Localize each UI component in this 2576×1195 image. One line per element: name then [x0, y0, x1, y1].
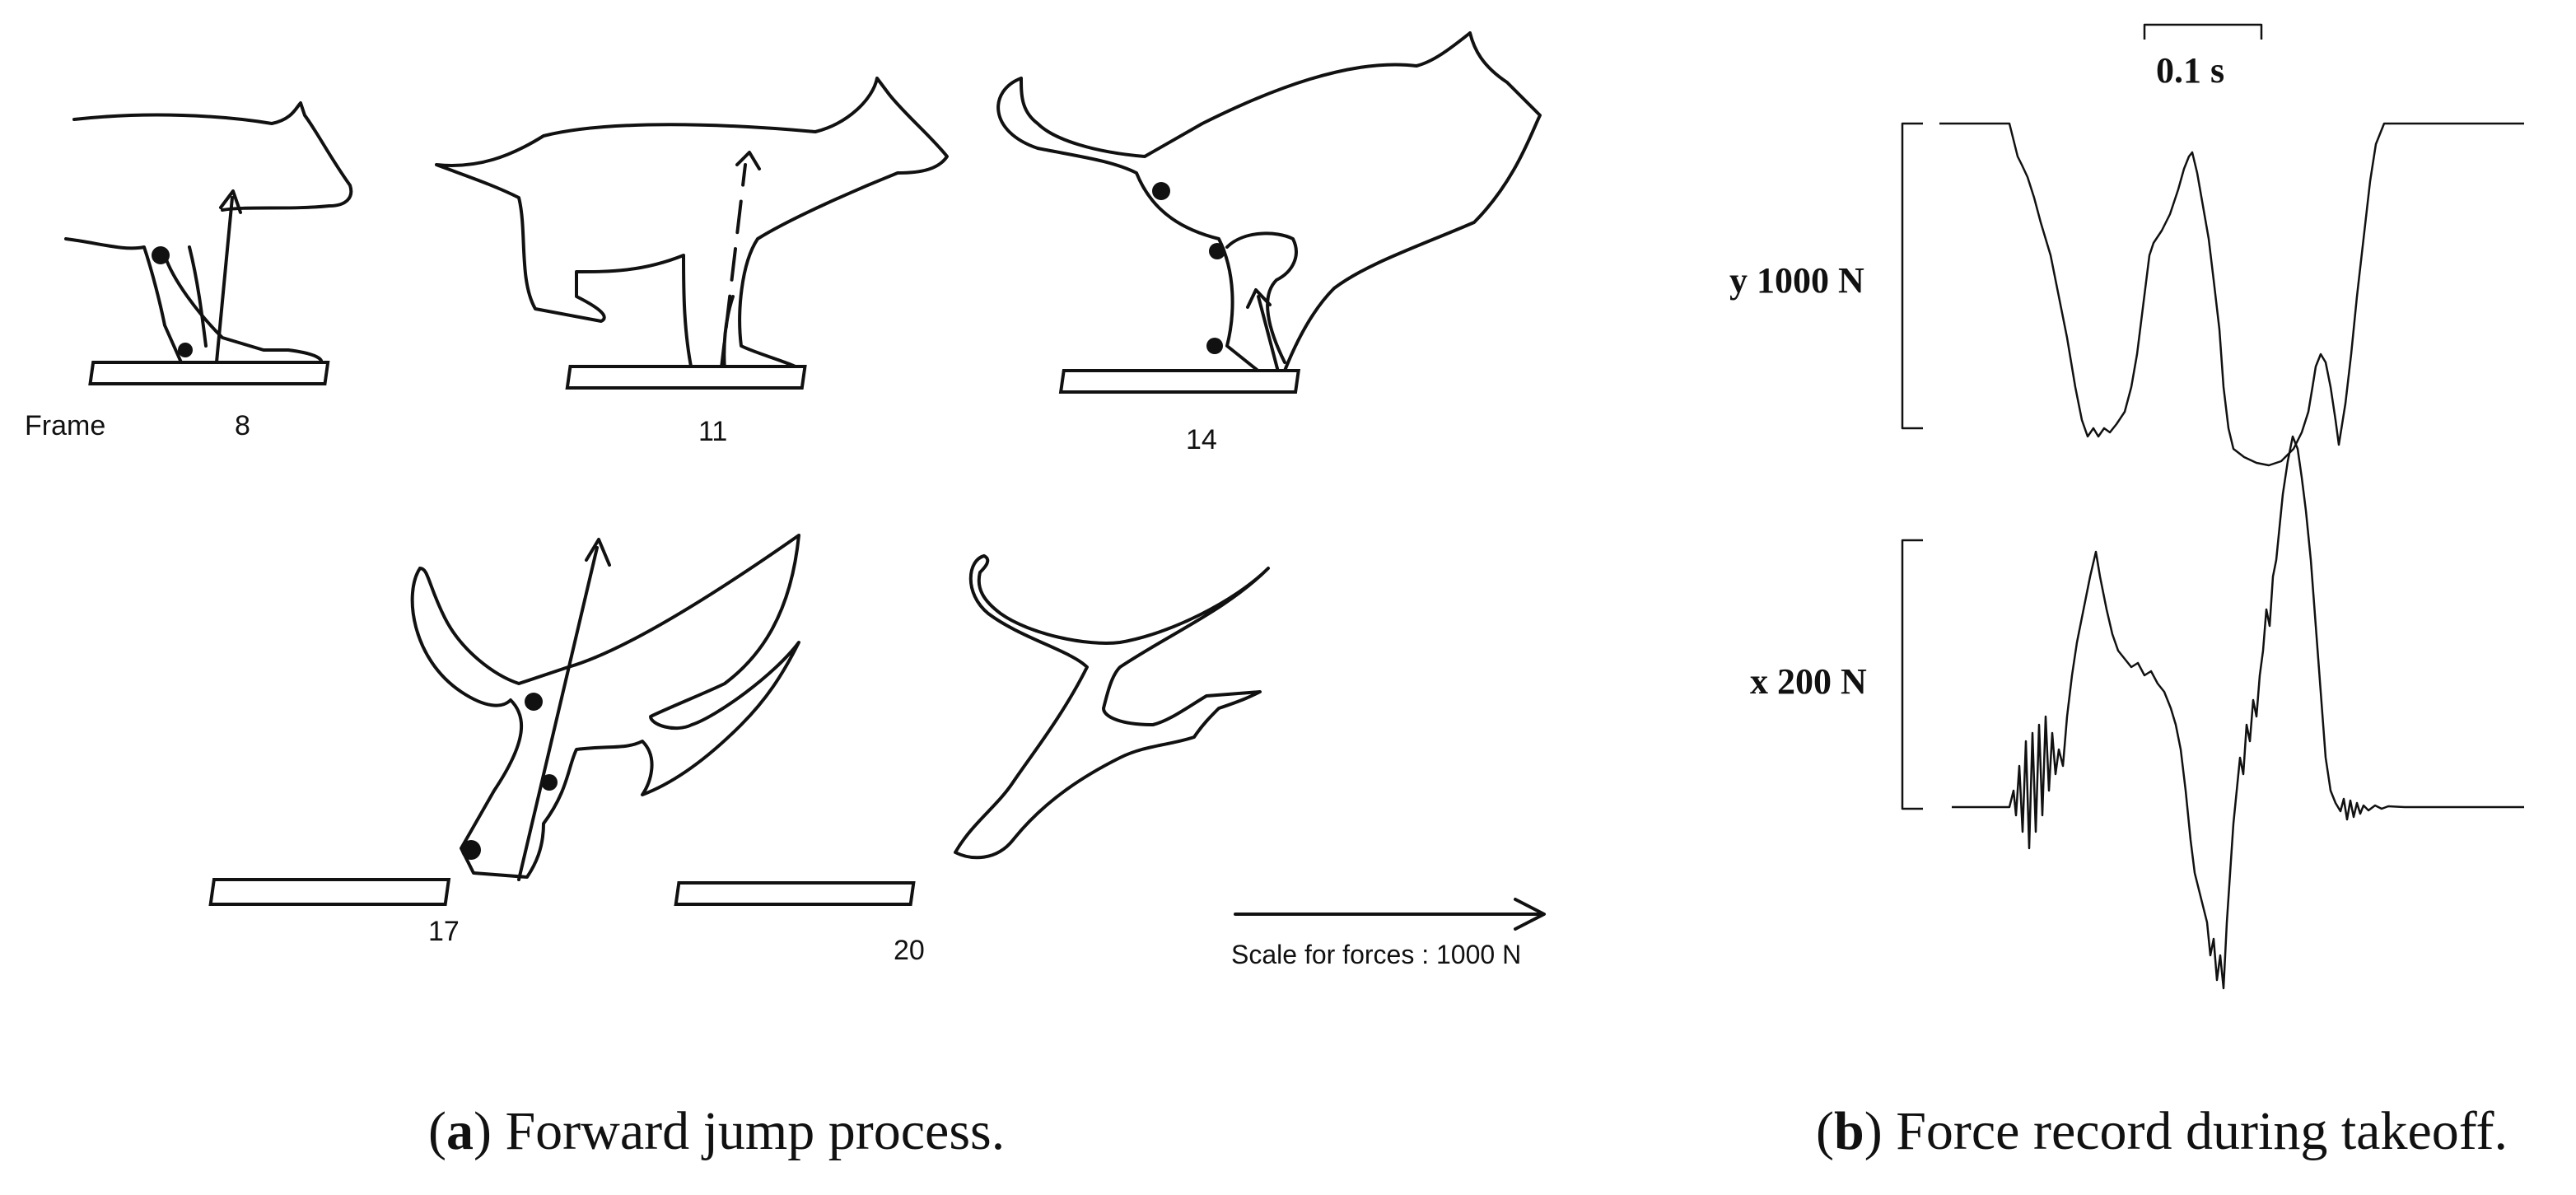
frame-number-20: 20	[894, 935, 925, 966]
frame-number-8: 8	[235, 410, 250, 441]
time-scale-label: 0.1 s	[2156, 50, 2224, 91]
force-scale-label: Scale for forces : 1000 N	[1231, 940, 1521, 969]
frame-number-14: 14	[1186, 424, 1217, 455]
x-scale-label: x 200 N	[1750, 661, 1867, 702]
panel-b-force-record: 0.1 s y 1000 N x 200 N (b) Force record …	[1729, 23, 2524, 1161]
caption-a-text: Forward jump process.	[505, 1101, 1005, 1161]
caption-a: (a) Forward jump process.	[428, 1101, 1005, 1161]
caption-a-letter: a	[446, 1101, 474, 1161]
force-scale: Scale for forces : 1000 N	[1231, 898, 1546, 969]
x-scale-bracket	[1901, 539, 1923, 810]
frame-label: Frame	[25, 410, 105, 441]
caption-b: (b) Force record during takeoff.	[1816, 1101, 2508, 1161]
vertical-force-trace	[1939, 122, 2524, 467]
frame-number-17: 17	[428, 916, 460, 947]
y-scale-bracket	[1901, 122, 1923, 430]
caption-b-letter: b	[1834, 1101, 1864, 1161]
dog-frame-11	[435, 77, 949, 390]
dog-frame-17	[208, 534, 800, 906]
horizontal-force-trace	[1952, 435, 2524, 990]
dog-frame-20	[674, 554, 1270, 906]
frame-number-11: 11	[698, 416, 727, 447]
caption-b-text: Force record during takeoff.	[1896, 1101, 2508, 1161]
panel-a-jump-sequence: Frame 8 11 14 17 20 Scale for forces : 1…	[25, 31, 1546, 1161]
time-scale-bar: 0.1 s	[2143, 23, 2263, 91]
dog-frame-14	[996, 31, 1542, 394]
dog-frame-8	[64, 101, 353, 385]
y-scale-label: y 1000 N	[1729, 260, 1864, 301]
